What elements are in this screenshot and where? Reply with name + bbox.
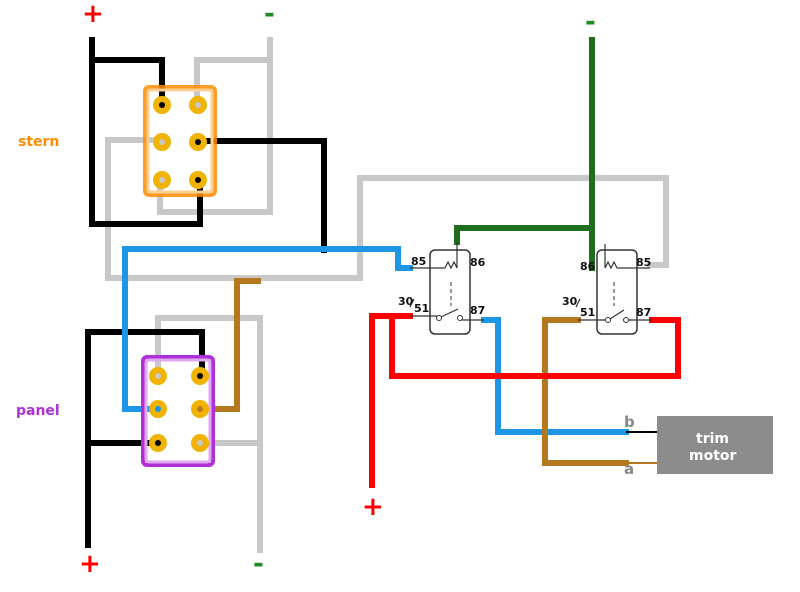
trim-motor-label-line2: motor xyxy=(689,448,737,464)
right-relay-body xyxy=(596,249,638,335)
left-relay-pin-85: 85 xyxy=(411,255,426,268)
panel-terminal-f-label: f xyxy=(175,402,182,418)
panel-terminal-h-label: h xyxy=(174,436,184,452)
motor-terminal-b-label: b xyxy=(624,413,635,431)
left-relay: 85 86 30 51 87 xyxy=(398,242,486,335)
left-relay-pin-86: 86 xyxy=(470,256,486,269)
top-right-minus-sign: - xyxy=(585,7,596,37)
bottom-middle-plus-sign: + xyxy=(362,492,384,522)
top-left-minus-sign: - xyxy=(264,0,275,29)
right-relay-pin-51: 51 xyxy=(580,306,595,319)
left-relay-pin-51: 51 xyxy=(414,302,429,315)
left-relay-pin-87: 87 xyxy=(470,304,485,317)
trim-motor-label-line1: trim xyxy=(696,431,729,447)
right-relay-pin-30: 30 xyxy=(562,295,578,308)
motor-terminal-a-label: a xyxy=(624,460,634,478)
green-wire xyxy=(454,37,595,271)
brown-wires xyxy=(195,278,629,466)
panel-switch-label: panel xyxy=(16,403,60,419)
panel-terminal-g-label: g xyxy=(173,369,183,385)
red-wires xyxy=(369,313,681,488)
panel-switch-body xyxy=(141,355,215,467)
bottom-left-plus-sign: + xyxy=(79,549,101,579)
left-relay-pin-30: 30 xyxy=(398,295,414,308)
bottom-left-minus-sign: - xyxy=(253,549,264,579)
right-relay: 86 85 30 51 87 xyxy=(562,244,652,335)
stern-terminal-e-label: e xyxy=(175,135,185,151)
gray-wires xyxy=(105,37,669,553)
stern-switch-body xyxy=(143,85,217,197)
right-relay-pin-87: 87 xyxy=(636,306,651,319)
top-left-plus-sign: + xyxy=(82,0,104,29)
stern-switch-label: stern xyxy=(18,134,59,150)
trim-motor-box xyxy=(657,416,773,474)
right-relay-pin-85: 85 xyxy=(636,256,651,269)
right-relay-pin-86: 86 xyxy=(580,260,596,273)
left-relay-body xyxy=(429,249,471,335)
trim-motor: trim motor b a xyxy=(624,413,773,478)
stern-terminal-c-label: c xyxy=(175,98,183,114)
panel-switch[interactable]: panel g f h xyxy=(16,355,215,467)
stern-terminal-d-label: d xyxy=(175,173,185,189)
stern-switch[interactable]: stern c e d xyxy=(18,85,217,197)
